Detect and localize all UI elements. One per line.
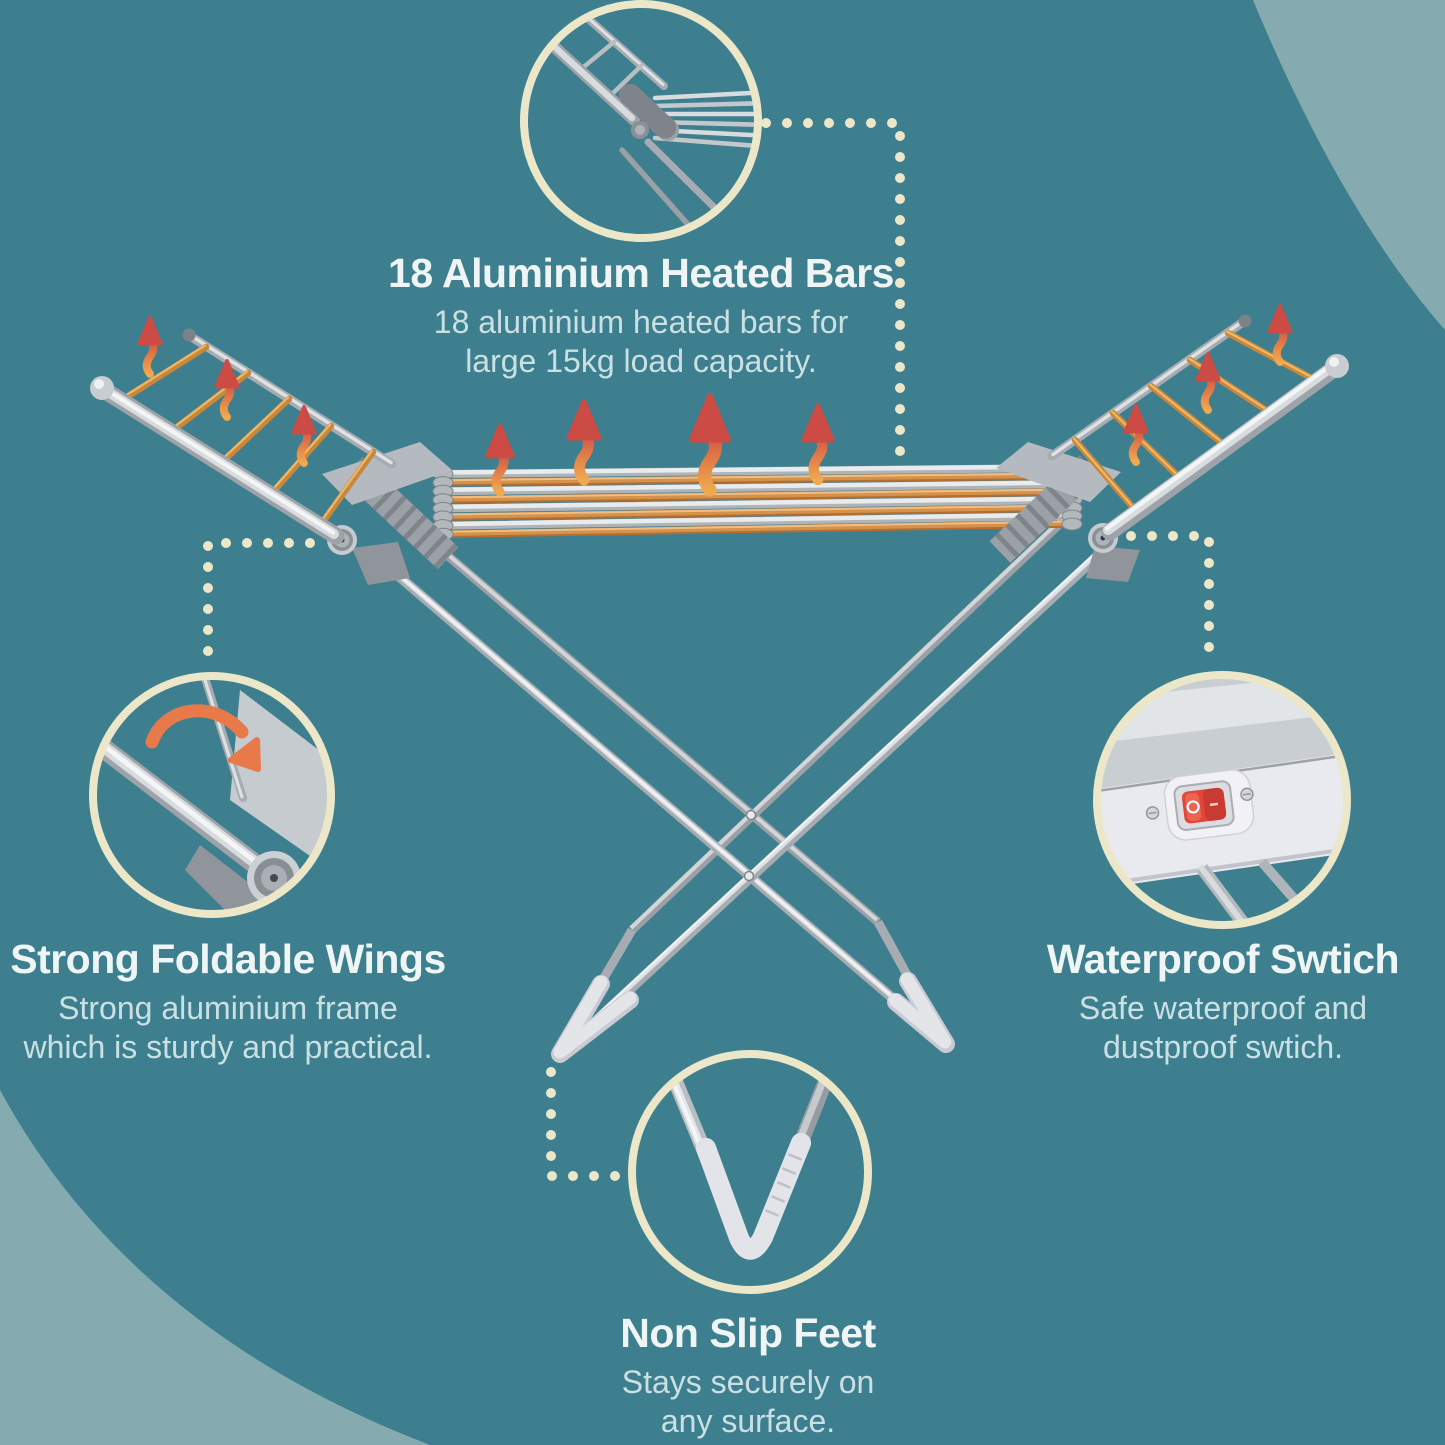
background-blob-bottom-left (0, 1090, 430, 1445)
dotted-connectors (203, 118, 1214, 1181)
leg-cross-screw (745, 809, 757, 821)
inset-heated-bars (520, 0, 762, 242)
connector-heated-bars (761, 118, 905, 475)
inset-ring (89, 672, 335, 918)
connector-non-slip-feet (546, 1067, 629, 1181)
inset-ring (520, 0, 762, 242)
inset-waterproof-switch (1093, 671, 1351, 929)
switch-dash-mark (1209, 802, 1219, 807)
inset-ring (628, 1050, 872, 1294)
connector-foldable-wings (203, 538, 315, 669)
rack-left-wing (90, 328, 397, 545)
leg-cross-screw (743, 870, 755, 882)
inset-non-slip-feet (628, 1050, 872, 1294)
inset-foldable-wings (89, 672, 335, 918)
switch-assembly (1145, 769, 1255, 841)
rack-foot-sleeves (551, 972, 955, 1063)
inset-ring (1093, 671, 1351, 929)
fold-arrow-icon (145, 704, 261, 772)
switch-o-mark (1186, 800, 1200, 814)
rack-right-hinge (989, 442, 1140, 582)
right-wing-rungs (1071, 329, 1321, 516)
rack-heated-bar-deck (432, 461, 1083, 541)
background-blob-top-right (1253, 0, 1445, 330)
foot-grip-ridges (765, 1153, 802, 1217)
rack-right-wing (1047, 314, 1349, 541)
drying-rack-product (90, 314, 1349, 1063)
